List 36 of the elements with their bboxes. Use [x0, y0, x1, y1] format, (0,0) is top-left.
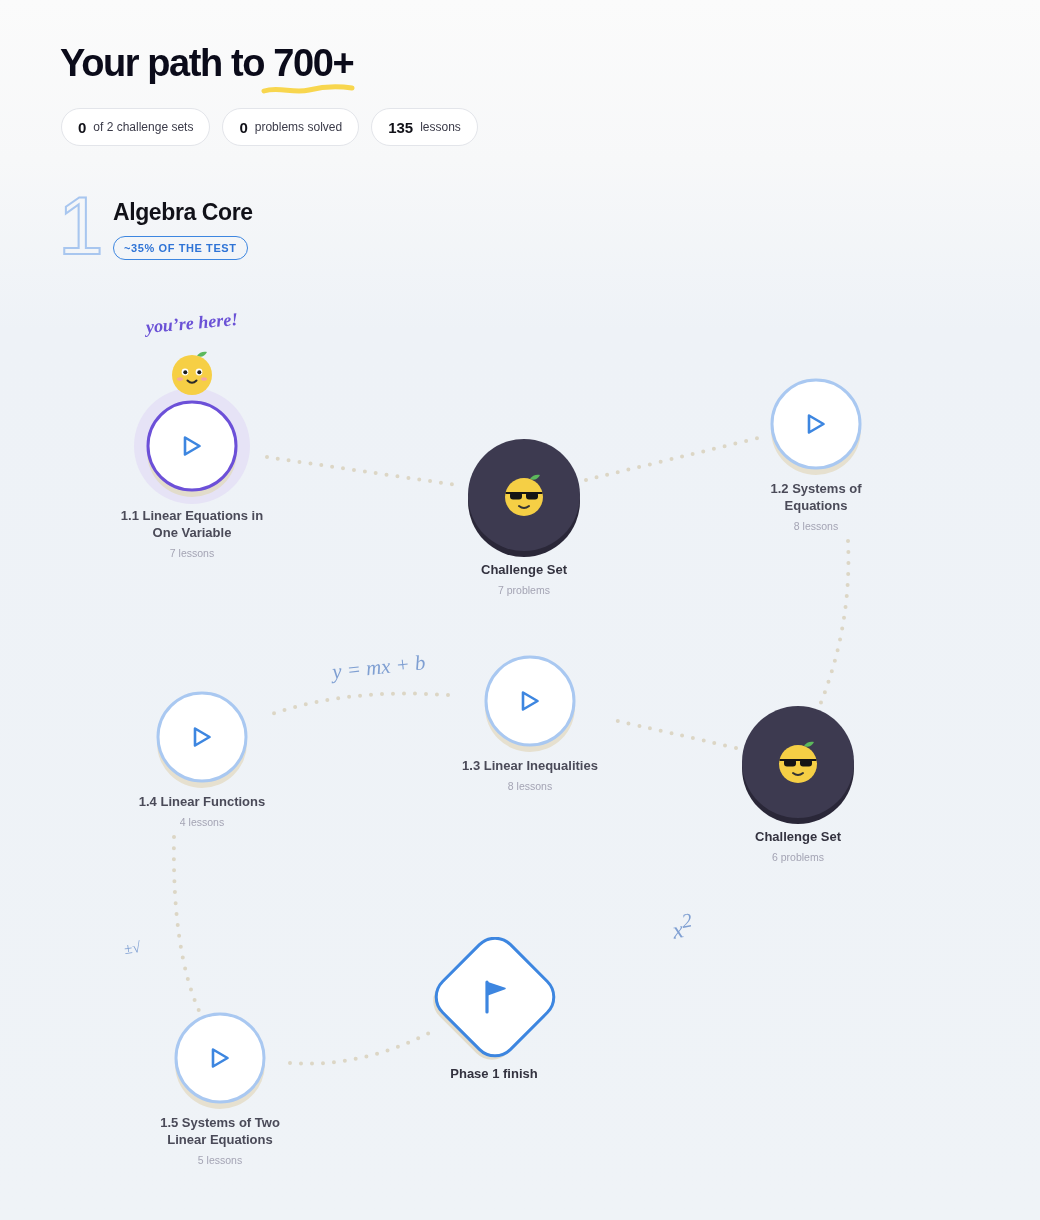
dotted-path-connector [171, 835, 202, 1013]
lesson-count: 8 lessons [507, 779, 553, 793]
stat-pill [61, 108, 211, 146]
problem-count: 7 problems [498, 583, 550, 597]
dotted-path-connector [288, 1031, 431, 1066]
finish-label: Phase 1 finish [450, 1065, 538, 1082]
math-doodle: y = mx + b [331, 651, 427, 684]
lesson-count: 7 lessons [169, 546, 215, 560]
position-note: you’re here! [144, 308, 240, 338]
stat-pill [371, 108, 478, 146]
lesson-title: 1.4 Linear Functions [138, 793, 266, 810]
lesson-title: 1.1 Linear Equations in One Variable [119, 507, 265, 541]
stat-value: 0 [239, 118, 248, 136]
problem-count: 6 problems [772, 850, 824, 864]
lesson-title: 1.2 Systems of Equations [769, 480, 863, 514]
math-doodle: x$^{2}$ [669, 908, 695, 944]
stat-value: 0 [78, 118, 87, 136]
lesson-title: 1.5 Systems of Two Linear Equations [159, 1114, 281, 1148]
page-title: Your path to 700+ [60, 44, 354, 82]
dotted-path-connector [818, 539, 851, 707]
stat-label: of 2 challenge sets [93, 120, 194, 134]
section-heading: Algebra Core [113, 198, 253, 226]
lesson-count: 8 lessons [793, 519, 839, 533]
lesson-count: 5 lessons [197, 1153, 243, 1167]
stat-value: 135 [388, 118, 414, 136]
stat-label: lessons [420, 120, 461, 134]
math-doodle: ±√ [122, 938, 142, 958]
challenge-title: Challenge Set [481, 561, 567, 578]
dotted-path-connector [584, 435, 762, 482]
stat-label: problems solved [254, 120, 343, 134]
challenge-title: Challenge Set [755, 828, 841, 845]
lesson-count: 4 lessons [179, 815, 225, 829]
lesson-title: 1.3 Linear Inequalities [462, 757, 598, 774]
stat-pill [222, 108, 360, 146]
section-number: 1 [58, 188, 104, 264]
dotted-path-connector [272, 691, 450, 716]
